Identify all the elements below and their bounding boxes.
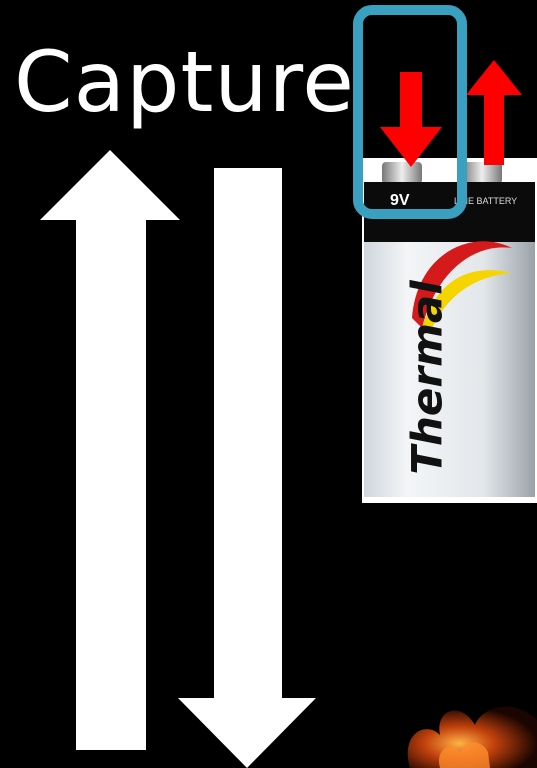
slide-title: Capture — [14, 40, 355, 124]
white-up-arrow-icon — [40, 150, 180, 750]
white-down-arrow-icon — [178, 168, 318, 768]
terminal-highlight-box — [352, 4, 468, 220]
battery-brand: Thermal — [403, 273, 452, 483]
flame-icon — [380, 640, 537, 768]
red-up-arrow-icon — [466, 60, 522, 165]
